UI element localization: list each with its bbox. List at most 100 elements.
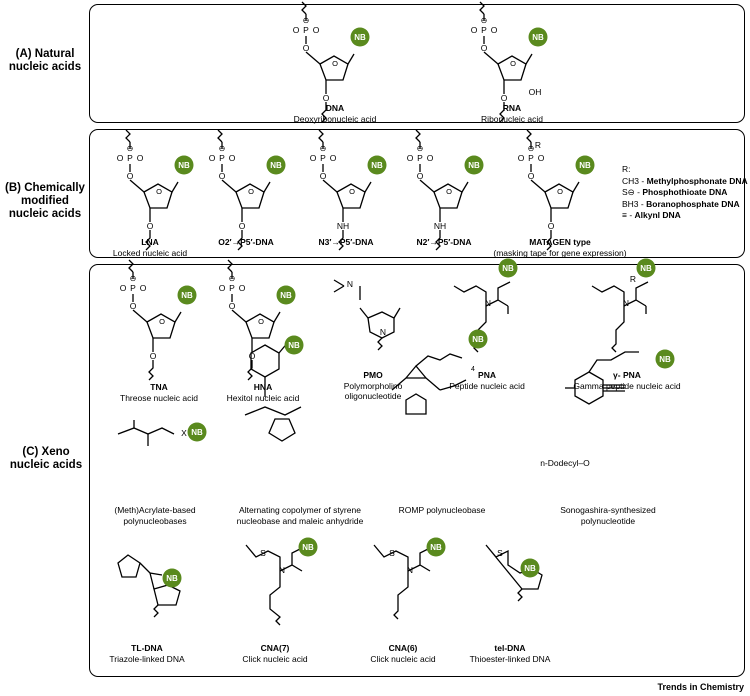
abbr-dna: DNA [325, 103, 345, 113]
atom-label: N [407, 565, 413, 575]
atom-label: R [535, 140, 541, 150]
name-lna: Locked nucleic acid [112, 247, 188, 258]
nb-label: NB [302, 543, 314, 552]
hna-structure [227, 259, 281, 381]
n3p5-structure [318, 129, 372, 251]
r-label-0: Methylphosphonate DNA [646, 175, 748, 186]
atom-label: S [497, 548, 503, 558]
styrene-maleic-structure [244, 340, 302, 442]
name-tel-dna: Thioester-linked DNA [469, 653, 551, 664]
atom-label: O [349, 187, 355, 196]
name-pna: Peptide nucleic acid [449, 380, 525, 391]
name-rna: Ribonucleic acid [481, 113, 543, 124]
label-romp: ROMP polynucleobase [399, 505, 486, 516]
atom-label: OH [529, 87, 542, 97]
nb-label: NB [288, 341, 300, 350]
atom-label: O [147, 221, 154, 231]
atom-label: S [260, 548, 266, 558]
nb-circle [162, 568, 182, 588]
tl-dna-structure [117, 554, 181, 618]
abbr-pmo: PMO [363, 370, 383, 380]
r-legend: R: CH3 - Methylphosphonate DNA S⊖ - Phos… [622, 164, 748, 222]
atom-label: ⊖ [130, 274, 137, 283]
nb-label: NB [659, 355, 671, 364]
nb-label: NB [166, 574, 178, 583]
atom-label: N [279, 565, 285, 575]
atom-label: ⊖ [127, 144, 134, 153]
r-group-2: BH3 - [622, 198, 644, 209]
nb-circle [464, 155, 484, 175]
r-label-1: Phosphothioate DNA [642, 187, 728, 197]
label-o2p5: O2′→P5′-DNA [218, 237, 274, 248]
atom-label: O [320, 171, 327, 181]
r-legend-item-1: S⊖ - Phosphothioate DNA [622, 187, 748, 199]
name-cna6: Click nucleic acid [370, 653, 436, 664]
atom-label: O [130, 301, 137, 311]
atom-label: NH [434, 221, 446, 231]
atom-label: P [219, 153, 225, 163]
romp-structure [391, 353, 467, 415]
name-cna7: Click nucleic acid [242, 653, 308, 664]
atom-label: O [137, 153, 144, 163]
atom-label: P [229, 283, 235, 293]
atom-label: O [159, 317, 165, 326]
nb-circle [187, 422, 207, 442]
atom-label: O [538, 153, 545, 163]
nb-label: NB [502, 264, 514, 273]
atom-label: O [249, 351, 256, 361]
atom-label: ⊖ [229, 274, 236, 283]
abbr-tna: TNA [150, 382, 168, 392]
atom-label: O [407, 153, 414, 163]
atom-label: ⊖ [417, 144, 424, 153]
nb-circle [636, 258, 656, 278]
label-styrene: Alternating copolymer of styrene nucleob… [225, 505, 375, 526]
atom-label: O [518, 153, 525, 163]
atom-label: P [130, 283, 136, 293]
atom-label: N [485, 298, 491, 308]
r-legend-title: R: [622, 164, 631, 174]
name-pmo: Polymorpholino oligonucleotide [343, 380, 403, 402]
atom-label: O [528, 171, 535, 181]
nb-label: NB [371, 161, 383, 170]
name-hna: Hexitol nucleic acid [226, 392, 300, 403]
abbr-pna: PNA [478, 370, 496, 380]
atom-label: O [229, 153, 236, 163]
atom-label: O [229, 301, 236, 311]
atom-label: P [127, 153, 133, 163]
abbr-cna6: CNA(6) [388, 643, 418, 653]
r-label-3: Alkynl DNA [634, 210, 681, 220]
atom-label: O [313, 25, 320, 35]
r-legend-item-2: BH3 - Boranophosphate DNA [622, 199, 748, 211]
nb-label: NB [579, 161, 591, 170]
nb-circle [426, 537, 446, 557]
nb-label: NB [191, 428, 203, 437]
atom-label: O [510, 59, 516, 68]
name-matagen: (masking tape for gene expression) [493, 247, 627, 258]
atom-label: P [320, 153, 326, 163]
atom-label: P [303, 25, 309, 35]
nb-circle [575, 155, 595, 175]
abbr-matagen: MATAGEN type [529, 237, 591, 247]
nb-circle [284, 335, 304, 355]
nb-label: NB [640, 264, 652, 273]
label-sonogashira: Sonogashira-synthesized polynucleotide [548, 505, 668, 526]
atom-label: S [389, 548, 395, 558]
panel-modified [89, 129, 745, 258]
name-tl-dna: Triazole-linked DNA [109, 653, 185, 664]
abbr-tel-dna: tel-DNA [494, 643, 526, 653]
atom-label: O [140, 283, 147, 293]
atom-label: O [303, 43, 310, 53]
acrylate-structure [117, 420, 175, 446]
atom-label: O [209, 153, 216, 163]
nb-circle [298, 537, 318, 557]
atom-label: O [310, 153, 317, 163]
atom-label: ⊖ [528, 144, 535, 153]
label-n3p5: N3′→P5′-DNA [318, 237, 373, 248]
label-acrylate: (Meth)Acrylate-based polynucleobases [105, 505, 205, 526]
atom-label: O [323, 93, 330, 103]
gamma-pna-structure [591, 281, 649, 353]
